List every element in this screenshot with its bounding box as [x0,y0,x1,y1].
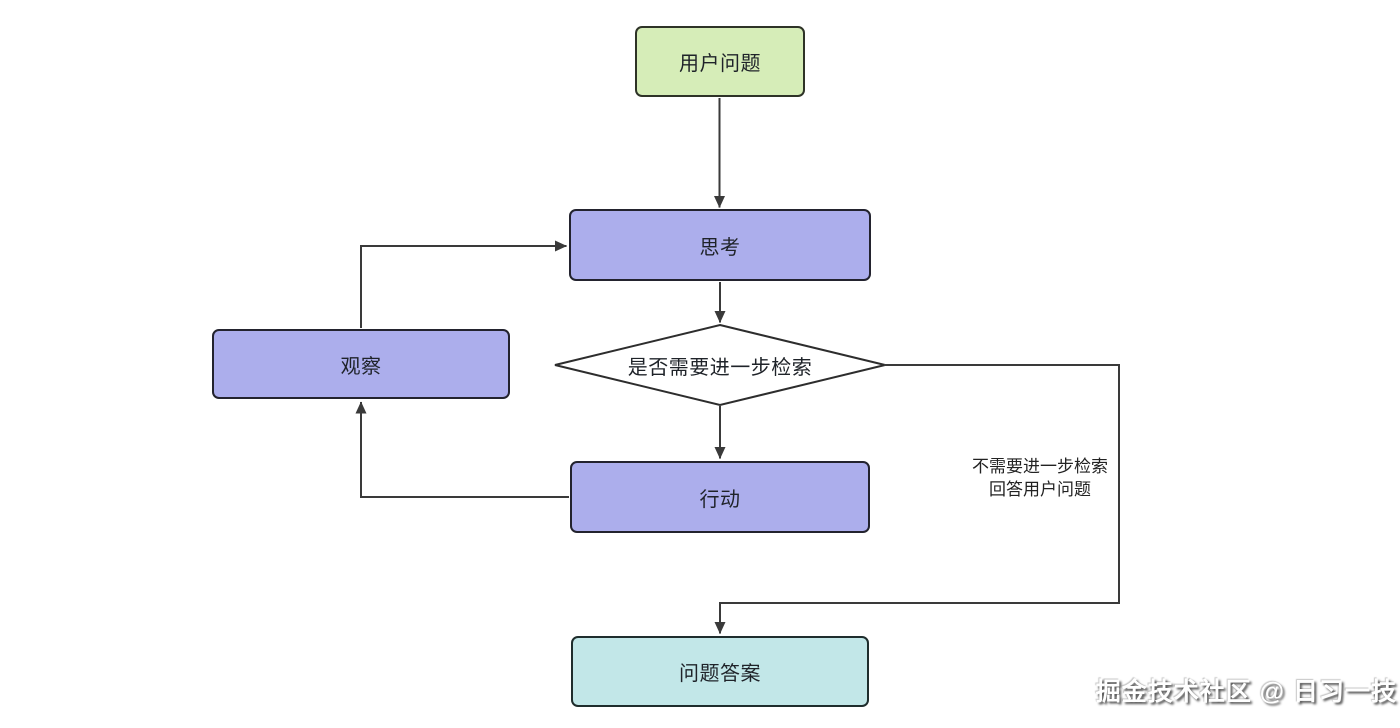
node-observe-label: 观察 [340,355,382,378]
node-answer: 问题答案 [571,636,869,707]
node-decision: 是否需要进一步检索 [555,325,885,405]
edge-decision-to-answer [714,364,1120,634]
edge-label-line1: 不需要进一步检索 [972,457,1108,476]
node-think: 思考 [569,209,871,281]
node-action: 行动 [570,461,870,533]
node-action-label: 行动 [699,488,741,511]
watermark: 掘金技术社区 @ 日习一技 [1095,678,1397,706]
edge-label-line2: 回答用户问题 [989,480,1091,499]
node-think-label: 思考 [699,236,741,259]
node-answer-label: 问题答案 [679,663,761,685]
node-observe: 观察 [212,329,510,399]
node-decision-label: 是否需要进一步检索 [627,356,813,379]
decision-diamond-shape [554,323,886,407]
edge-decision-to-answer-label: 不需要进一步检索 回答用户问题 [960,455,1120,501]
node-user-question: 用户问题 [635,26,805,97]
node-user-question-label: 用户问题 [679,53,761,75]
edge-observe-to-think [360,240,567,328]
edge-action-to-observe [355,401,569,498]
